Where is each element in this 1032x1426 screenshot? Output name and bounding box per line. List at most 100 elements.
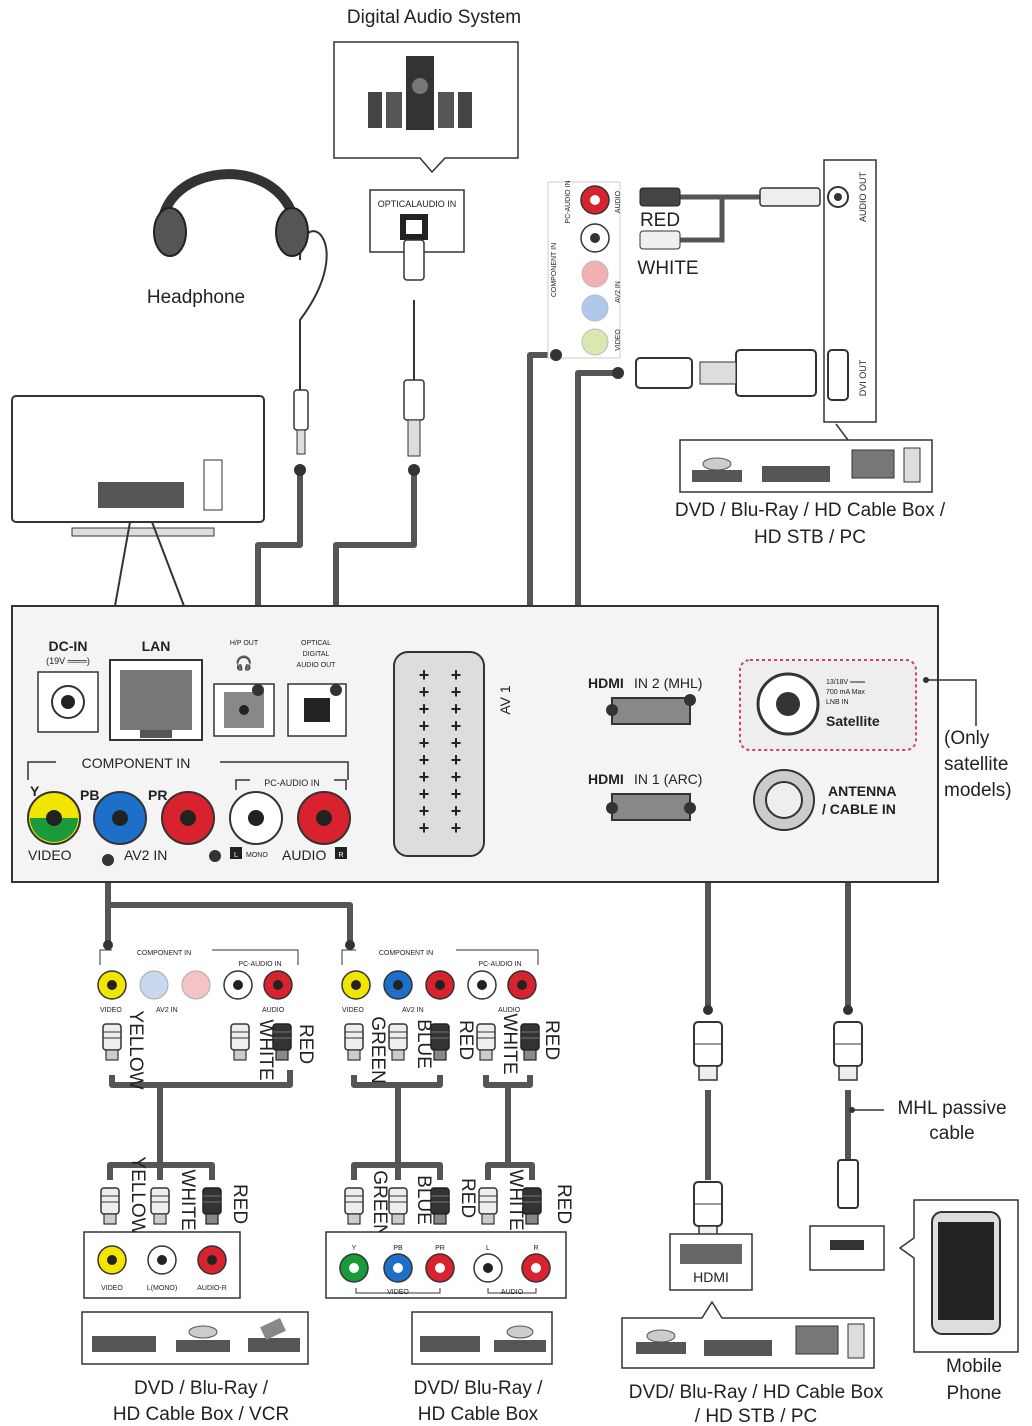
scart-pin: + <box>419 801 430 821</box>
bm-white-label: WHITE <box>505 1169 526 1230</box>
scart-pin: + <box>419 750 430 770</box>
hdmi-in2-label: IN 2 (MHL) <box>634 675 702 691</box>
optical-plug-icon <box>403 379 425 421</box>
red-cable-label: RED <box>640 210 680 231</box>
mid-video-label: VIDEO <box>342 1007 364 1014</box>
scart-pin: + <box>419 716 430 736</box>
jack-y-label: Y <box>30 783 40 799</box>
left-white-label: WHITE <box>255 1019 276 1080</box>
mhl-label-1: MHL passive <box>897 1098 1006 1119</box>
mid-blue-label: BLUE <box>413 1019 434 1069</box>
headphone: Headphone <box>147 169 309 476</box>
mobile-phone-icon <box>931 1211 1001 1335</box>
tv-icon <box>11 395 265 523</box>
mobile-label-1: Mobile <box>946 1356 1002 1377</box>
source-top-right-label-2: HD STB / PC <box>754 527 866 548</box>
jack-pr-label: PR <box>148 787 167 803</box>
scart-pin: + <box>451 699 462 719</box>
optical-label-3: AUDIO OUT <box>297 662 337 669</box>
satellite-label: Satellite <box>826 713 880 729</box>
left-component-label: COMPONENT IN <box>137 950 191 957</box>
dvi-out-port <box>827 349 849 401</box>
scart-pin: + <box>451 750 462 770</box>
video-label: VIDEO <box>28 847 72 863</box>
bl-yellow-label: YELLOW <box>127 1156 148 1235</box>
scart-pin: + <box>419 784 430 804</box>
jack-pb-label: PB <box>80 787 99 803</box>
dvi-out-label: DVI OUT <box>858 359 868 396</box>
optical-audio-in-label: OPTICALAUDIO IN <box>378 199 457 209</box>
only-sat-label-1: (Only <box>944 728 990 749</box>
mono-label: MONO <box>246 852 268 859</box>
left-av2-label: AV2 IN <box>156 1007 178 1014</box>
mid-red2-label: RED <box>541 1020 562 1060</box>
bm-source-label-1: DVD/ Blu-Ray / <box>414 1378 544 1399</box>
only-sat-label-2: satellite <box>944 754 1008 775</box>
antenna-label-2: / CABLE IN <box>822 801 896 817</box>
bm-green-label: GREEN <box>369 1170 390 1238</box>
scart-pin: + <box>451 682 462 702</box>
lower-jack-panel-mid: COMPONENT IN PC-AUDIO IN VIDEO AV2 IN AU… <box>341 940 562 1084</box>
audio-label: AUDIO <box>282 847 326 863</box>
lan-label: LAN <box>142 638 171 654</box>
tv-back-view <box>11 395 265 607</box>
vcr-icon <box>248 1318 300 1352</box>
bm-l-label: L <box>486 1245 490 1252</box>
bl-red-label: RED <box>229 1184 250 1224</box>
audio-out-label: AUDIO OUT <box>858 172 868 223</box>
hdmi-plug-icon <box>635 357 693 389</box>
mid-white-label: WHITE <box>499 1013 520 1074</box>
antenna-label-1: ANTENNA <box>828 783 896 799</box>
blu-ray-player-icon <box>176 1325 230 1352</box>
stereo-plug-icon <box>759 187 821 207</box>
bm-blue-label: BLUE <box>413 1175 434 1225</box>
av2-in-label: AV2 IN <box>124 847 167 863</box>
small-av2-label: AV2 IN <box>615 281 622 303</box>
speaker-system-icon <box>368 56 472 130</box>
scart-pin: + <box>451 784 462 804</box>
bottom-left-source: YELLOW WHITE RED VIDEO L(MONO) AUDIO-R D… <box>81 1156 309 1425</box>
digital-audio-system-label: Digital Audio System <box>347 7 521 28</box>
bm-r-label: R <box>533 1245 538 1252</box>
scart-pin: + <box>419 733 430 753</box>
dvi-plug-icon <box>735 349 817 397</box>
br-source-label-1: DVD/ Blu-Ray / HD Cable Box <box>629 1382 884 1403</box>
tv-connection-panel: DC-IN (19V ═══) LAN H/P OUT 🎧 OPTICAL DI… <box>11 605 1012 883</box>
dc-in-label: DC-IN <box>49 638 88 654</box>
bl-source-label-1: DVD / Blu-Ray / <box>134 1378 269 1399</box>
source-top-right-label-1: DVD / Blu-Ray / HD Cable Box / <box>675 500 946 521</box>
sat-spec-2: 700 mA Max <box>826 689 865 696</box>
bm-video-label: VIDEO <box>387 1289 409 1296</box>
hp-out-label: H/P OUT <box>230 640 259 647</box>
blu-ray-player-icon <box>762 466 830 482</box>
br-source-label-2: / HD STB / PC <box>695 1406 817 1426</box>
scart-pins: ++++++++++++++++++++ <box>419 665 462 838</box>
headphone-small-icon: 🎧 <box>235 655 252 672</box>
bm-y-label: Y <box>352 1245 357 1252</box>
hdmi-port-label: HDMI <box>693 1269 729 1285</box>
pc-icon <box>795 1323 865 1359</box>
optical-label-2: DIGITAL <box>303 651 330 658</box>
r-label: R <box>338 852 343 859</box>
scart-pin: + <box>451 665 462 685</box>
bottom-right-hdmi-source: HDMI DVD/ Blu-Ray / HD Cable Box / HD ST… <box>621 1005 884 1426</box>
mid-green-label: GREEN <box>367 1016 388 1084</box>
digital-audio-system: Digital Audio System OPTICALAUDIO IN <box>333 7 521 476</box>
scart-pin: + <box>451 733 462 753</box>
mid-av2-label: AV2 IN <box>402 1007 424 1014</box>
mhl-mobile: MHL passive cable Mobile Phone <box>809 1005 1019 1404</box>
headphone-wire <box>299 230 328 390</box>
sat-spec-1: 13/18V ═══ <box>826 679 865 686</box>
hdmi-logo-2: HDMI <box>588 675 624 691</box>
small-audio-label: AUDIO <box>615 190 622 213</box>
left-audio-label: AUDIO <box>262 1007 285 1014</box>
bl-white-label: WHITE <box>177 1169 198 1230</box>
bl-video-label: VIDEO <box>101 1285 123 1292</box>
only-sat-label-3: models) <box>944 780 1012 801</box>
scart-pin: + <box>419 665 430 685</box>
left-video-label: VIDEO <box>100 1007 122 1014</box>
bm-pr-label: PR <box>435 1245 445 1252</box>
bm-audio-label: AUDIO <box>501 1289 524 1296</box>
bm-red-label: RED <box>457 1178 478 1218</box>
